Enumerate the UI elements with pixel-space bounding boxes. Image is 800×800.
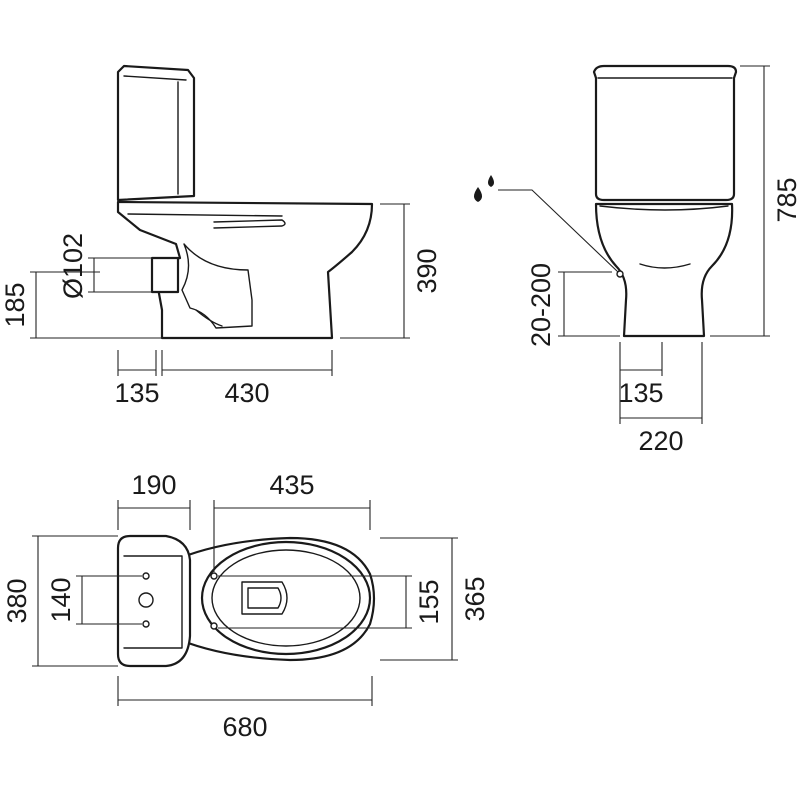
dim-top-tank-depth: 190	[131, 470, 176, 500]
side-cistern	[116, 64, 196, 202]
dim-front-water-inlet-range: 20-200	[526, 263, 556, 347]
dim-top-bowl-holes: 155	[414, 579, 444, 624]
front-view: 785 20-200 135 220	[474, 64, 800, 456]
dim-top-overall-width: 380	[2, 578, 32, 623]
dim-front-total-height: 785	[772, 177, 800, 222]
side-view: 185 Ø102 390 135 430	[0, 64, 442, 408]
front-cistern	[592, 64, 738, 202]
dim-top-bowl-width: 365	[460, 576, 490, 621]
top-cistern	[116, 534, 192, 668]
dim-side-height-185: 185	[0, 282, 30, 327]
dim-top-tank-holes: 140	[46, 577, 76, 622]
dim-side-outlet-offset: 135	[114, 378, 159, 408]
dim-top-overall-length: 680	[222, 712, 267, 742]
top-bowl-outer	[178, 536, 376, 662]
dim-front-inlet-offset: 135	[618, 378, 663, 408]
dim-side-outlet-diameter: Ø102	[58, 233, 88, 299]
dim-front-base-width: 220	[638, 426, 683, 456]
dim-side-height-390: 390	[412, 248, 442, 293]
dim-top-bowl-length: 435	[269, 470, 314, 500]
top-bowl-rim	[200, 540, 372, 656]
side-outlet-pipe	[150, 256, 180, 294]
water-drops-icon	[474, 175, 494, 202]
top-flush-button	[138, 592, 154, 608]
front-bowl	[594, 202, 734, 338]
top-view: 190 435 380 140 155 365 680	[2, 470, 490, 742]
side-trap	[181, 243, 253, 329]
top-bowl-water	[241, 581, 288, 615]
dim-side-bowl-length: 430	[224, 378, 269, 408]
